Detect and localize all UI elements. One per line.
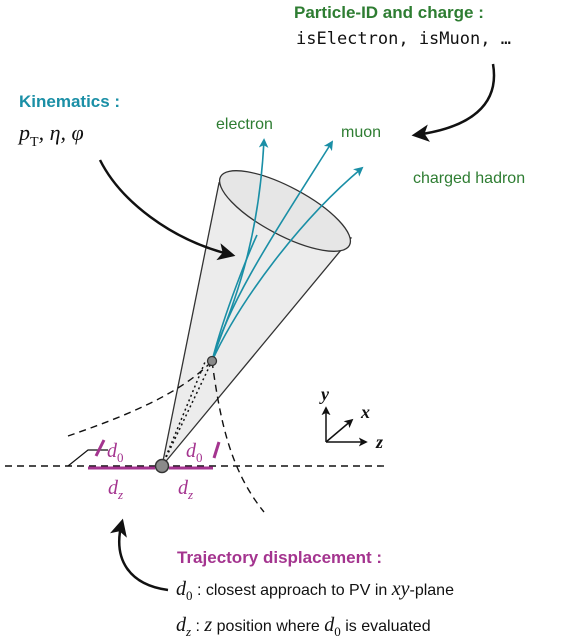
d0-right-tick xyxy=(212,441,221,459)
d0-left-tick xyxy=(94,439,106,457)
eta-phi: , η, φ xyxy=(39,120,84,145)
hadron-track-2 xyxy=(211,234,258,362)
d0-definition: d0 : closest approach to PV in xy-plane xyxy=(176,578,454,603)
d0-left-label: d0 xyxy=(107,440,124,465)
particle-id-flags: isElectron, isMuon, … xyxy=(296,29,511,49)
kinematics-variables: pT, η, φ xyxy=(17,120,84,150)
displacement-marks xyxy=(88,439,221,470)
muon-track xyxy=(211,140,334,362)
jet-cone xyxy=(161,170,353,467)
trajectory-heading: Trajectory displacement : xyxy=(177,548,382,567)
electron-label: electron xyxy=(216,116,273,133)
secondary-vertex xyxy=(206,355,218,367)
kinematics-heading: Kinematics : xyxy=(19,92,120,111)
dz-right-label: dz xyxy=(178,477,193,502)
track-extrapolation-curve xyxy=(67,360,213,437)
dz-left-label: dz xyxy=(108,477,123,502)
dz-definition: dz : z position where d0 is evaluated xyxy=(176,614,431,639)
charged-hadron-label: charged hadron xyxy=(413,170,525,187)
y-axis-label: y xyxy=(319,384,330,404)
primary-vertex xyxy=(154,458,170,474)
z-axis-label: z xyxy=(375,432,383,452)
particle-id-heading: Particle-ID and charge : xyxy=(294,3,484,22)
cone-opening xyxy=(218,170,352,252)
trajectory-arrow xyxy=(109,518,169,592)
x-axis-label: x xyxy=(360,402,370,422)
pt-symbol: p xyxy=(17,120,30,145)
pv-to-sv-line xyxy=(161,360,213,467)
kinematics-arrow xyxy=(98,159,236,261)
coordinate-axes xyxy=(321,406,368,447)
pt-subscript: T xyxy=(30,135,39,150)
x-axis xyxy=(325,418,354,443)
particle-id-arrow xyxy=(411,63,496,142)
d0-right-label: d0 xyxy=(186,440,203,465)
charged-hadron-track xyxy=(211,166,364,362)
vertex-connections xyxy=(161,360,213,467)
pv-to-cone-line xyxy=(161,361,206,467)
muon-label: muon xyxy=(341,124,381,141)
particle-tracks xyxy=(211,138,364,362)
d0-projection-bracket xyxy=(67,449,108,467)
